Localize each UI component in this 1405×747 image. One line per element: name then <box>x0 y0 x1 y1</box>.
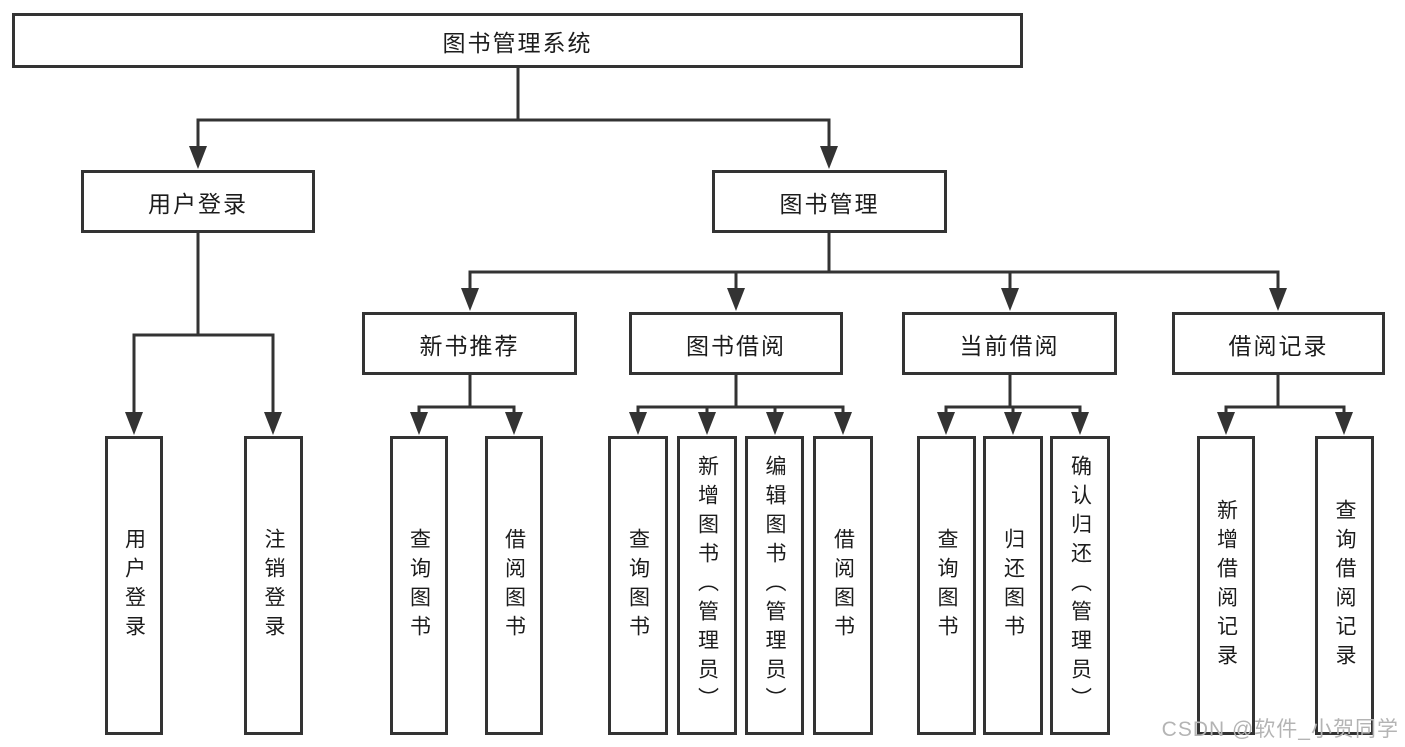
leaf-edit-books-admin: 编辑图书（管理员） <box>745 436 804 735</box>
leaf-label: 注销登录 <box>262 527 285 644</box>
leaf-label: 归还图书 <box>1001 527 1025 644</box>
leaf-label: 新增图书（管理员） <box>695 455 719 716</box>
csdn-watermark: CSDN @软件_小贺同学 <box>1161 718 1399 741</box>
leaf-label: 借阅图书 <box>831 527 855 644</box>
node-root-system: 图书管理系统 <box>12 13 1023 68</box>
leaf-add-books-admin: 新增图书（管理员） <box>677 436 737 735</box>
leaf-query-borrow-record: 查询借阅记录 <box>1315 436 1374 735</box>
connector-borrowrecords-to-leaves <box>1217 375 1353 435</box>
node-new-book-recommend: 新书推荐 <box>362 312 577 375</box>
leaf-add-borrow-record: 新增借阅记录 <box>1197 436 1255 735</box>
connector-root-to-level2 <box>189 68 838 169</box>
leaf-query-books-borrow: 查询图书 <box>608 436 668 735</box>
leaf-label: 编辑图书（管理员） <box>763 455 786 716</box>
leaf-label: 查询图书 <box>407 527 431 644</box>
leaf-label: 用户登录 <box>122 527 146 644</box>
leaf-user-login: 用户登录 <box>105 436 163 735</box>
connector-currentborrow-to-leaves <box>937 375 1089 435</box>
leaf-query-books-current: 查询图书 <box>917 436 976 735</box>
leaf-query-books-newrec: 查询图书 <box>390 436 448 735</box>
node-borrow-records: 借阅记录 <box>1172 312 1385 375</box>
leaf-label: 确认归还（管理员） <box>1068 455 1092 716</box>
node-book-management-branch: 图书管理 <box>712 170 947 233</box>
leaf-borrow-books-newrec: 借阅图书 <box>485 436 543 735</box>
leaf-label: 新增借阅记录 <box>1214 498 1238 673</box>
leaf-borrow-books: 借阅图书 <box>813 436 873 735</box>
connector-bookborrow-to-leaves <box>629 375 852 435</box>
node-current-borrow: 当前借阅 <box>902 312 1117 375</box>
node-user-login-branch: 用户登录 <box>81 170 315 233</box>
node-book-borrow: 图书借阅 <box>629 312 843 375</box>
leaf-label: 查询图书 <box>626 527 650 644</box>
leaf-return-books: 归还图书 <box>983 436 1043 735</box>
leaf-logout: 注销登录 <box>244 436 303 735</box>
leaf-confirm-return-admin: 确认归还（管理员） <box>1050 436 1110 735</box>
connector-bookmgmt-to-level3 <box>461 233 1287 311</box>
leaf-label: 查询借阅记录 <box>1333 498 1356 673</box>
leaf-label: 查询图书 <box>935 527 958 644</box>
leaf-label: 借阅图书 <box>502 527 526 644</box>
connector-userlogin-to-leaves <box>125 233 282 435</box>
connector-newbookrec-to-leaves <box>410 375 523 435</box>
